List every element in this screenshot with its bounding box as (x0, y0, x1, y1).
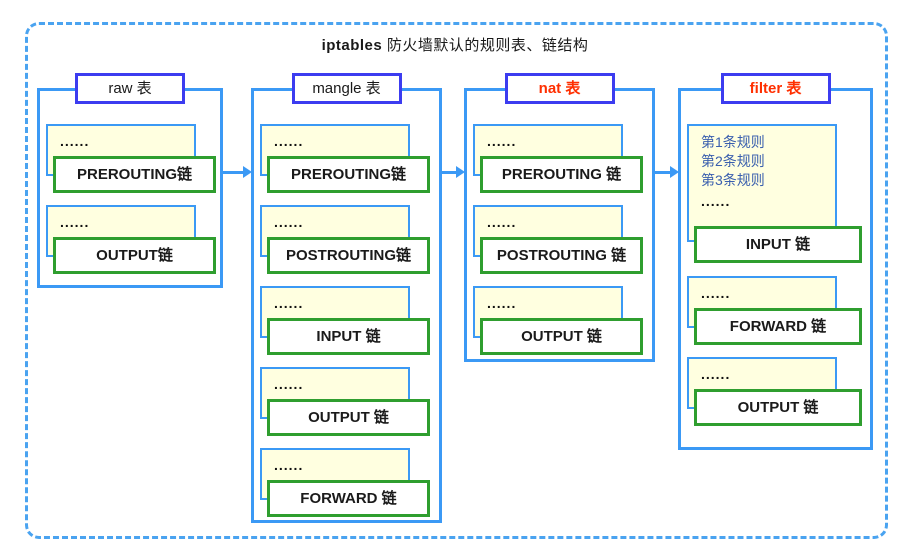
ellipsis-dots: ...... (274, 457, 304, 473)
flow-arrow-raw-to-mangle (222, 166, 252, 178)
ellipsis-dots: ...... (60, 214, 90, 230)
chain-box-PREROUTING链: PREROUTING链 (267, 156, 430, 193)
table-column-nat: nat 表 ...... PREROUTING 链...... POSTROUTIN… (464, 73, 655, 362)
chain-box-FORWARD 链: FORWARD 链 (267, 480, 430, 517)
chain-box-PREROUTING链: PREROUTING链 (53, 156, 216, 193)
chain-group-POSTROUTING 链: ...... POSTROUTING 链 (473, 205, 652, 274)
ellipsis-dots: ...... (701, 366, 731, 382)
chain-group-INPUT 链: 第1条规则第2条规则第3条规则......INPUT 链 (687, 124, 870, 264)
ellipsis-dots: ...... (487, 214, 517, 230)
table-column-raw: raw 表 ...... PREROUTING链...... OUTPUT链 (37, 73, 223, 288)
ellipsis-dots: ...... (274, 133, 304, 149)
flow-arrow-nat-to-filter (654, 166, 679, 178)
chain-group-PREROUTING链: ...... PREROUTING链 (46, 124, 220, 193)
chain-group-OUTPUT 链: ...... OUTPUT 链 (473, 286, 652, 355)
chain-box-OUTPUT 链: OUTPUT 链 (267, 399, 430, 436)
chain-group-OUTPUT链: ...... OUTPUT链 (46, 205, 220, 274)
chain-list: ...... PREROUTING链...... POSTROUTING链.....… (254, 124, 439, 517)
ellipsis-dots: ...... (274, 295, 304, 311)
chain-group-FORWARD 链: ...... FORWARD 链 (687, 276, 870, 345)
chain-list: ...... PREROUTING 链...... POSTROUTING 链...… (467, 124, 652, 355)
table-column-filter: filter 表 第1条规则第2条规则第3条规则......INPUT 链...… (678, 73, 873, 450)
rule-line: 第3条规则 (701, 172, 765, 188)
chain-box-OUTPUT 链: OUTPUT 链 (694, 389, 862, 426)
table-title-raw: raw 表 (75, 73, 185, 104)
diagram-title-text: 防火墙默认的规则表、链结构 (382, 37, 589, 54)
other-rules-note-box: 第1条规则第2条规则第3条规则...... (687, 124, 837, 242)
chain-box-INPUT 链: INPUT 链 (694, 226, 862, 263)
ellipsis-dots: ...... (487, 133, 517, 149)
outer-dashed-border (25, 22, 888, 539)
ellipsis-dots: ...... (60, 133, 90, 149)
chain-group-INPUT 链: ...... INPUT 链 (260, 286, 439, 355)
rule-line: 第2条规则 (701, 153, 765, 169)
chain-group-OUTPUT 链: ...... OUTPUT 链 (260, 367, 439, 436)
rule-line: 第1条规则 (701, 134, 765, 150)
chain-box-INPUT 链: INPUT 链 (267, 318, 430, 355)
chain-box-PREROUTING 链: PREROUTING 链 (480, 156, 643, 193)
diagram-title: iptables 防火墙默认的规则表、链结构 (0, 34, 910, 55)
chain-list: ...... PREROUTING链...... OUTPUT链 (40, 124, 220, 274)
chain-group-PREROUTING 链: ...... PREROUTING 链 (473, 124, 652, 193)
chain-box-POSTROUTING链: POSTROUTING链 (267, 237, 430, 274)
chain-group-FORWARD 链: ...... FORWARD 链 (260, 448, 439, 517)
chain-box-OUTPUT链: OUTPUT链 (53, 237, 216, 274)
table-column-mangle: mangle 表 ...... PREROUTING链...... POSTROUT… (251, 73, 442, 523)
chain-box-OUTPUT 链: OUTPUT 链 (480, 318, 643, 355)
chain-box-POSTROUTING 链: POSTROUTING 链 (480, 237, 643, 274)
flow-arrow-mangle-to-nat (441, 166, 465, 178)
ellipsis-dots: ...... (274, 214, 304, 230)
diagram-title-brand: iptables (321, 37, 383, 54)
table-title-filter: filter 表 (720, 73, 831, 104)
ellipsis-dots: ...... (701, 285, 731, 301)
chain-box-FORWARD 链: FORWARD 链 (694, 308, 862, 345)
table-title-mangle: mangle 表 (291, 73, 402, 104)
chain-group-OUTPUT 链: ...... OUTPUT 链 (687, 357, 870, 426)
ellipsis-dots: ...... (274, 376, 304, 392)
chain-group-POSTROUTING链: ...... POSTROUTING链 (260, 205, 439, 274)
ellipsis-dots: ...... (701, 193, 731, 209)
chain-group-PREROUTING链: ...... PREROUTING链 (260, 124, 439, 193)
chain-list: 第1条规则第2条规则第3条规则......INPUT 链......FORWAR… (681, 124, 870, 426)
ellipsis-dots: ...... (487, 295, 517, 311)
table-title-nat: nat 表 (504, 73, 615, 104)
